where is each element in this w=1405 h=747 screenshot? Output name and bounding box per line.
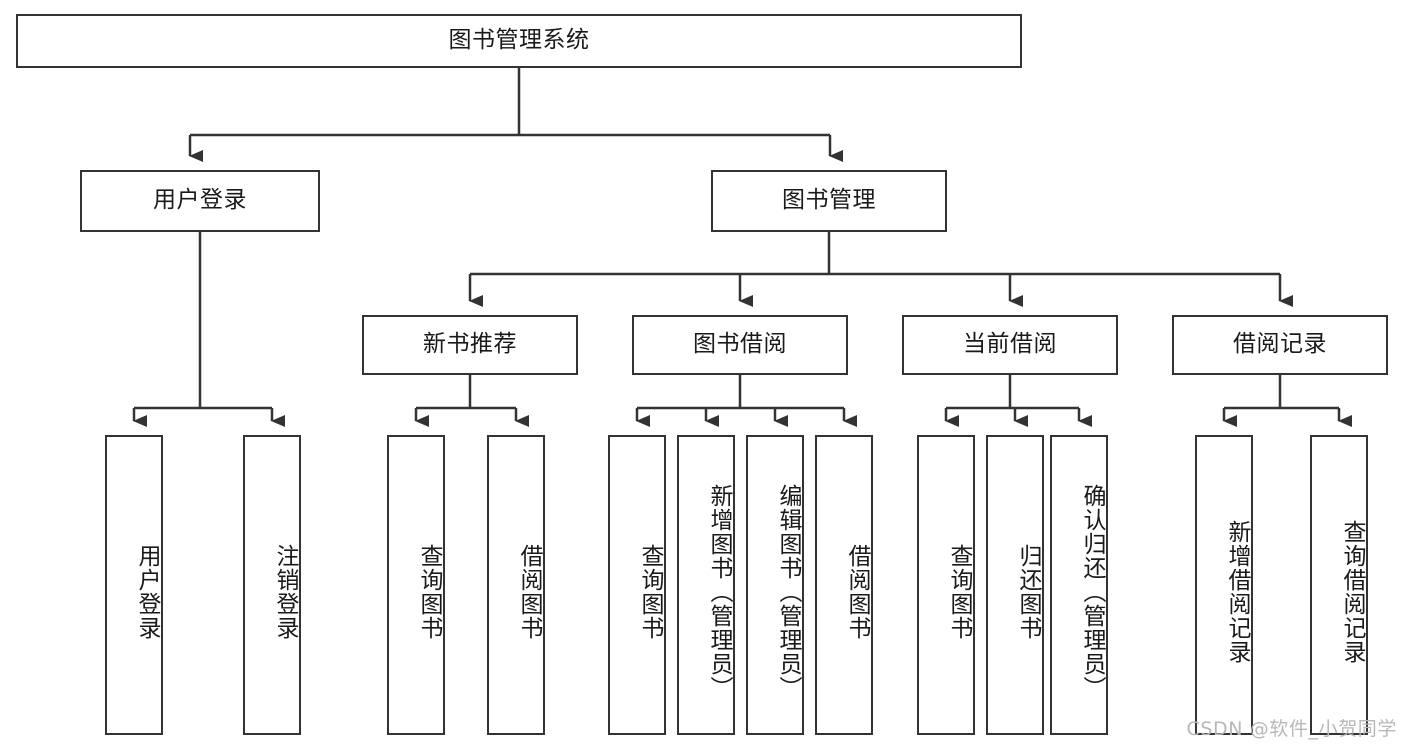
csdn-watermark: CSDN @软件_小贺同学 bbox=[1186, 718, 1397, 740]
node-leaf-borrow-book-recommend[interactable]: 借阅图书 bbox=[487, 435, 545, 735]
node-leaf-borrow-book-recommend-label: 借阅图书 bbox=[516, 544, 542, 640]
node-root-label: 图书管理系统 bbox=[448, 27, 590, 54]
node-user-login[interactable]: 用户登录 bbox=[80, 170, 320, 232]
node-leaf-query-book-borrow-label: 查询图书 bbox=[637, 544, 663, 640]
node-leaf-confirm-return-admin-label: 确认归还（管理员） bbox=[1079, 484, 1105, 700]
node-leaf-return-book-label: 归还图书 bbox=[1015, 544, 1041, 640]
node-leaf-add-book-admin[interactable]: 新增图书（管理员） bbox=[677, 435, 735, 735]
node-leaf-query-book-current[interactable]: 查询图书 bbox=[917, 435, 975, 735]
node-root[interactable]: 图书管理系统 bbox=[16, 14, 1022, 68]
node-leaf-user-login-label: 用户登录 bbox=[134, 544, 160, 640]
node-leaf-return-book[interactable]: 归还图书 bbox=[986, 435, 1044, 735]
node-leaf-confirm-return-admin[interactable]: 确认归还（管理员） bbox=[1050, 435, 1108, 735]
node-leaf-query-book-recommend[interactable]: 查询图书 bbox=[387, 435, 445, 735]
node-leaf-add-borrow-record[interactable]: 新增借阅记录 bbox=[1195, 435, 1253, 735]
node-leaf-borrow-book-label: 借阅图书 bbox=[844, 544, 870, 640]
node-book-management-label: 图书管理 bbox=[782, 187, 876, 214]
node-new-book-recommend[interactable]: 新书推荐 bbox=[362, 315, 578, 375]
node-leaf-user-login[interactable]: 用户登录 bbox=[105, 435, 163, 735]
node-book-borrow[interactable]: 图书借阅 bbox=[632, 315, 848, 375]
node-leaf-add-book-admin-label: 新增图书（管理员） bbox=[706, 484, 732, 700]
node-leaf-logout-login-label: 注销登录 bbox=[272, 544, 298, 640]
node-leaf-borrow-book[interactable]: 借阅图书 bbox=[815, 435, 873, 735]
node-leaf-query-book-current-label: 查询图书 bbox=[946, 544, 972, 640]
node-leaf-edit-book-admin-label: 编辑图书（管理员） bbox=[775, 484, 801, 700]
node-borrow-record[interactable]: 借阅记录 bbox=[1172, 315, 1388, 375]
node-current-borrow[interactable]: 当前借阅 bbox=[902, 315, 1118, 375]
node-borrow-record-label: 借阅记录 bbox=[1233, 331, 1327, 358]
node-leaf-edit-book-admin[interactable]: 编辑图书（管理员） bbox=[746, 435, 804, 735]
node-user-login-label: 用户登录 bbox=[153, 187, 247, 214]
node-book-borrow-label: 图书借阅 bbox=[693, 331, 787, 358]
node-leaf-query-borrow-record-label: 查询借阅记录 bbox=[1339, 520, 1365, 664]
node-leaf-query-book-recommend-label: 查询图书 bbox=[416, 544, 442, 640]
node-leaf-logout-login[interactable]: 注销登录 bbox=[243, 435, 301, 735]
node-leaf-query-borrow-record[interactable]: 查询借阅记录 bbox=[1310, 435, 1368, 735]
node-leaf-add-borrow-record-label: 新增借阅记录 bbox=[1224, 520, 1250, 664]
node-new-book-recommend-label: 新书推荐 bbox=[423, 331, 517, 358]
node-leaf-query-book-borrow[interactable]: 查询图书 bbox=[608, 435, 666, 735]
node-book-management[interactable]: 图书管理 bbox=[711, 170, 947, 232]
node-current-borrow-label: 当前借阅 bbox=[963, 331, 1057, 358]
